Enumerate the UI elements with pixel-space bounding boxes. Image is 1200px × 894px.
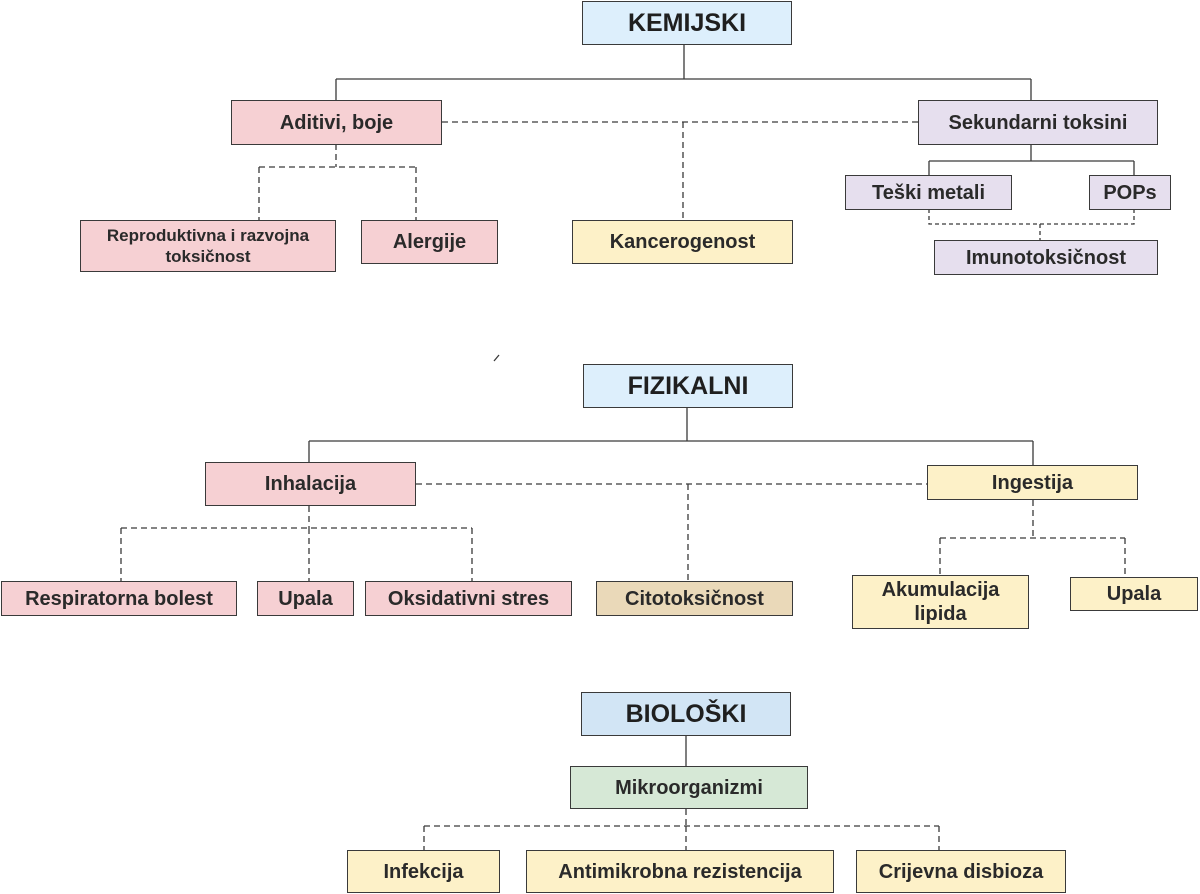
node-heavy-metals: Teški metali: [845, 175, 1012, 210]
connector-carcinogenicity-dashed: [442, 121, 918, 220]
connector-ingestion-dashed: [939, 500, 1126, 577]
connector-inhalation-dashed: [120, 506, 473, 581]
node-kemijski: KEMIJSKI: [582, 1, 792, 45]
node-fizikalni: FIZIKALNI: [583, 364, 793, 408]
stray-mark: [493, 354, 500, 362]
node-oxidative-stress: Oksidativni stres: [365, 581, 572, 616]
node-bioloski: BIOLOŠKI: [581, 692, 791, 736]
connector-immunotoxicity-dashed: [928, 209, 1135, 240]
node-microorganisms: Mikroorganizmi: [570, 766, 808, 809]
node-inhalation: Inhalacija: [205, 462, 416, 506]
node-immunotoxicity: Imunotoksičnost: [934, 240, 1158, 275]
connector-kemijski-children: [335, 44, 1032, 100]
node-pops: POPs: [1089, 175, 1171, 210]
node-inflammation-right: Upala: [1070, 577, 1198, 611]
node-secondary-toxins: Sekundarni toksini: [918, 100, 1158, 145]
connector-additives-dashed: [258, 144, 417, 220]
node-inflammation-left: Upala: [257, 581, 354, 616]
node-allergies: Alergije: [361, 220, 498, 264]
node-cytotoxicity: Citotoksičnost: [596, 581, 793, 616]
node-gut-dysbiosis: Crijevna disbioza: [856, 850, 1066, 893]
connector-secondary-toxins-children: [928, 144, 1135, 175]
connector-microorganisms-dashed: [423, 809, 940, 850]
connector-cytotoxicity-dashed: [416, 483, 927, 581]
node-respiratory-disease: Respiratorna bolest: [1, 581, 237, 616]
node-additives-dyes: Aditivi, boje: [231, 100, 442, 145]
node-infection: Infekcija: [347, 850, 500, 893]
connector-fizikalni-children: [308, 408, 1034, 465]
node-antimicrobial-resistance: Antimikrobna rezistencija: [526, 850, 834, 893]
node-carcinogenicity: Kancerogenost: [572, 220, 793, 264]
node-ingestion: Ingestija: [927, 465, 1138, 500]
node-reproductive-toxicity: Reproduktivna i razvojna toksičnost: [80, 220, 336, 272]
node-lipid-accumulation: Akumulacija lipida: [852, 575, 1029, 629]
